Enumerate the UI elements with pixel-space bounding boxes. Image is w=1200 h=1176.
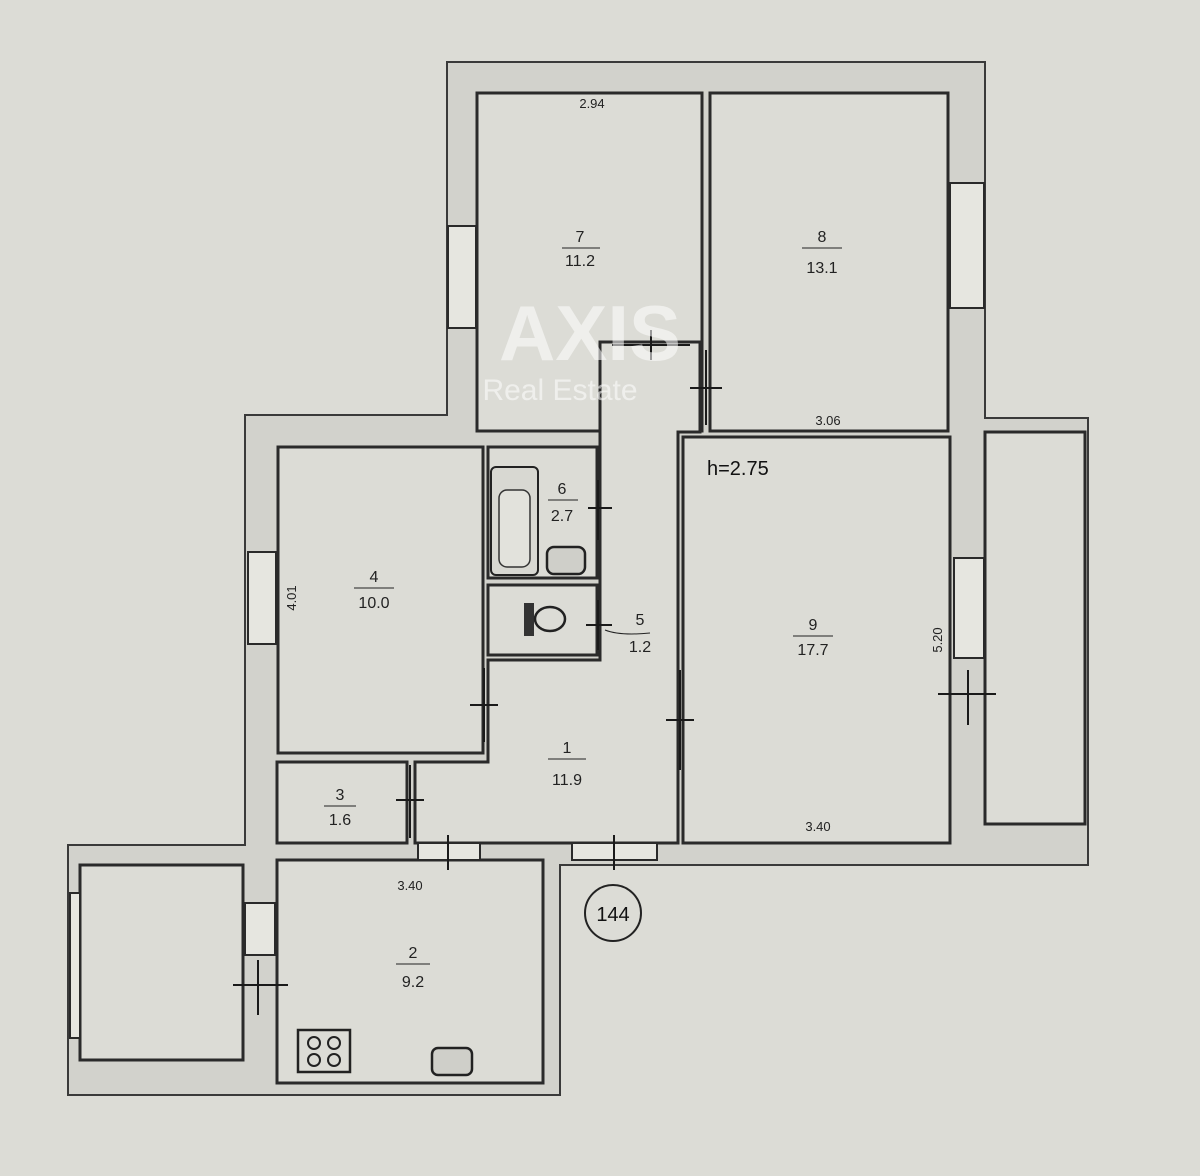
svg-text:9: 9 (809, 617, 818, 634)
toilet-icon (524, 603, 567, 636)
room-label-6: 6 2.7 (548, 481, 578, 525)
room-label-4: 4 10.0 (354, 569, 394, 612)
room-2 (275, 858, 545, 1085)
dimension-room9-length: 5.20 (930, 627, 945, 652)
svg-text:10.0: 10.0 (358, 595, 389, 612)
svg-text:1: 1 (563, 740, 572, 757)
dimension-room4-length: 4.01 (284, 585, 299, 610)
window (244, 902, 276, 956)
svg-text:8: 8 (818, 229, 827, 246)
room-label-5: 5 1.2 (604, 612, 651, 656)
room-label-2: 2 9.2 (396, 945, 430, 991)
bathtub-icon (490, 466, 539, 576)
sink-icon (545, 545, 587, 576)
room-4 (276, 445, 485, 755)
svg-text:1.6: 1.6 (329, 812, 351, 829)
svg-text:11.9: 11.9 (552, 772, 582, 789)
svg-text:1.2: 1.2 (629, 639, 651, 656)
svg-text:AXIS: AXIS (499, 289, 681, 377)
svg-text:Real Estate: Real Estate (482, 374, 637, 407)
room-label-3: 3 1.6 (324, 787, 356, 829)
room-8 (708, 91, 950, 433)
svg-text:7: 7 (576, 229, 585, 246)
dimension-room8-width: 3.06 (815, 413, 840, 428)
room-label-8: 8 13.1 (802, 229, 842, 277)
apartment-number-badge: 144 (584, 884, 642, 942)
svg-text:4: 4 (370, 569, 379, 586)
window (69, 892, 81, 1039)
svg-text:5: 5 (636, 612, 645, 629)
balcony-right (983, 430, 1087, 826)
room-3 (275, 760, 409, 845)
room-9 (681, 435, 952, 845)
dimension-room9-width: 3.40 (805, 819, 830, 834)
svg-text:11.2: 11.2 (565, 253, 595, 270)
dimension-room7-width: 2.94 (579, 96, 604, 111)
room-1 (413, 340, 702, 845)
room-label-7: 7 11.2 (562, 229, 600, 270)
svg-text:9.2: 9.2 (402, 974, 424, 991)
doors (233, 330, 996, 1015)
room-5 (486, 583, 599, 657)
svg-text:3: 3 (336, 787, 345, 804)
window (447, 225, 477, 329)
watermark-logo: AXIS Real Estate (482, 289, 681, 407)
room-label-9: 9 17.7 (793, 617, 833, 659)
window (953, 557, 985, 659)
window (247, 551, 277, 645)
balcony-left (78, 863, 245, 1062)
stove-icon (296, 1028, 352, 1074)
svg-text:144: 144 (596, 904, 629, 926)
room-label-1: 1 11.9 (548, 740, 586, 789)
kitchen-sink-icon (430, 1046, 474, 1077)
svg-text:6: 6 (558, 481, 567, 498)
svg-text:17.7: 17.7 (797, 642, 828, 659)
svg-text:13.1: 13.1 (806, 260, 837, 277)
dimension-room2-width: 3.40 (397, 878, 422, 893)
svg-text:2: 2 (409, 945, 418, 962)
window (949, 182, 985, 309)
ceiling-height: h=2.75 (707, 458, 769, 480)
svg-text:2.7: 2.7 (551, 508, 573, 525)
